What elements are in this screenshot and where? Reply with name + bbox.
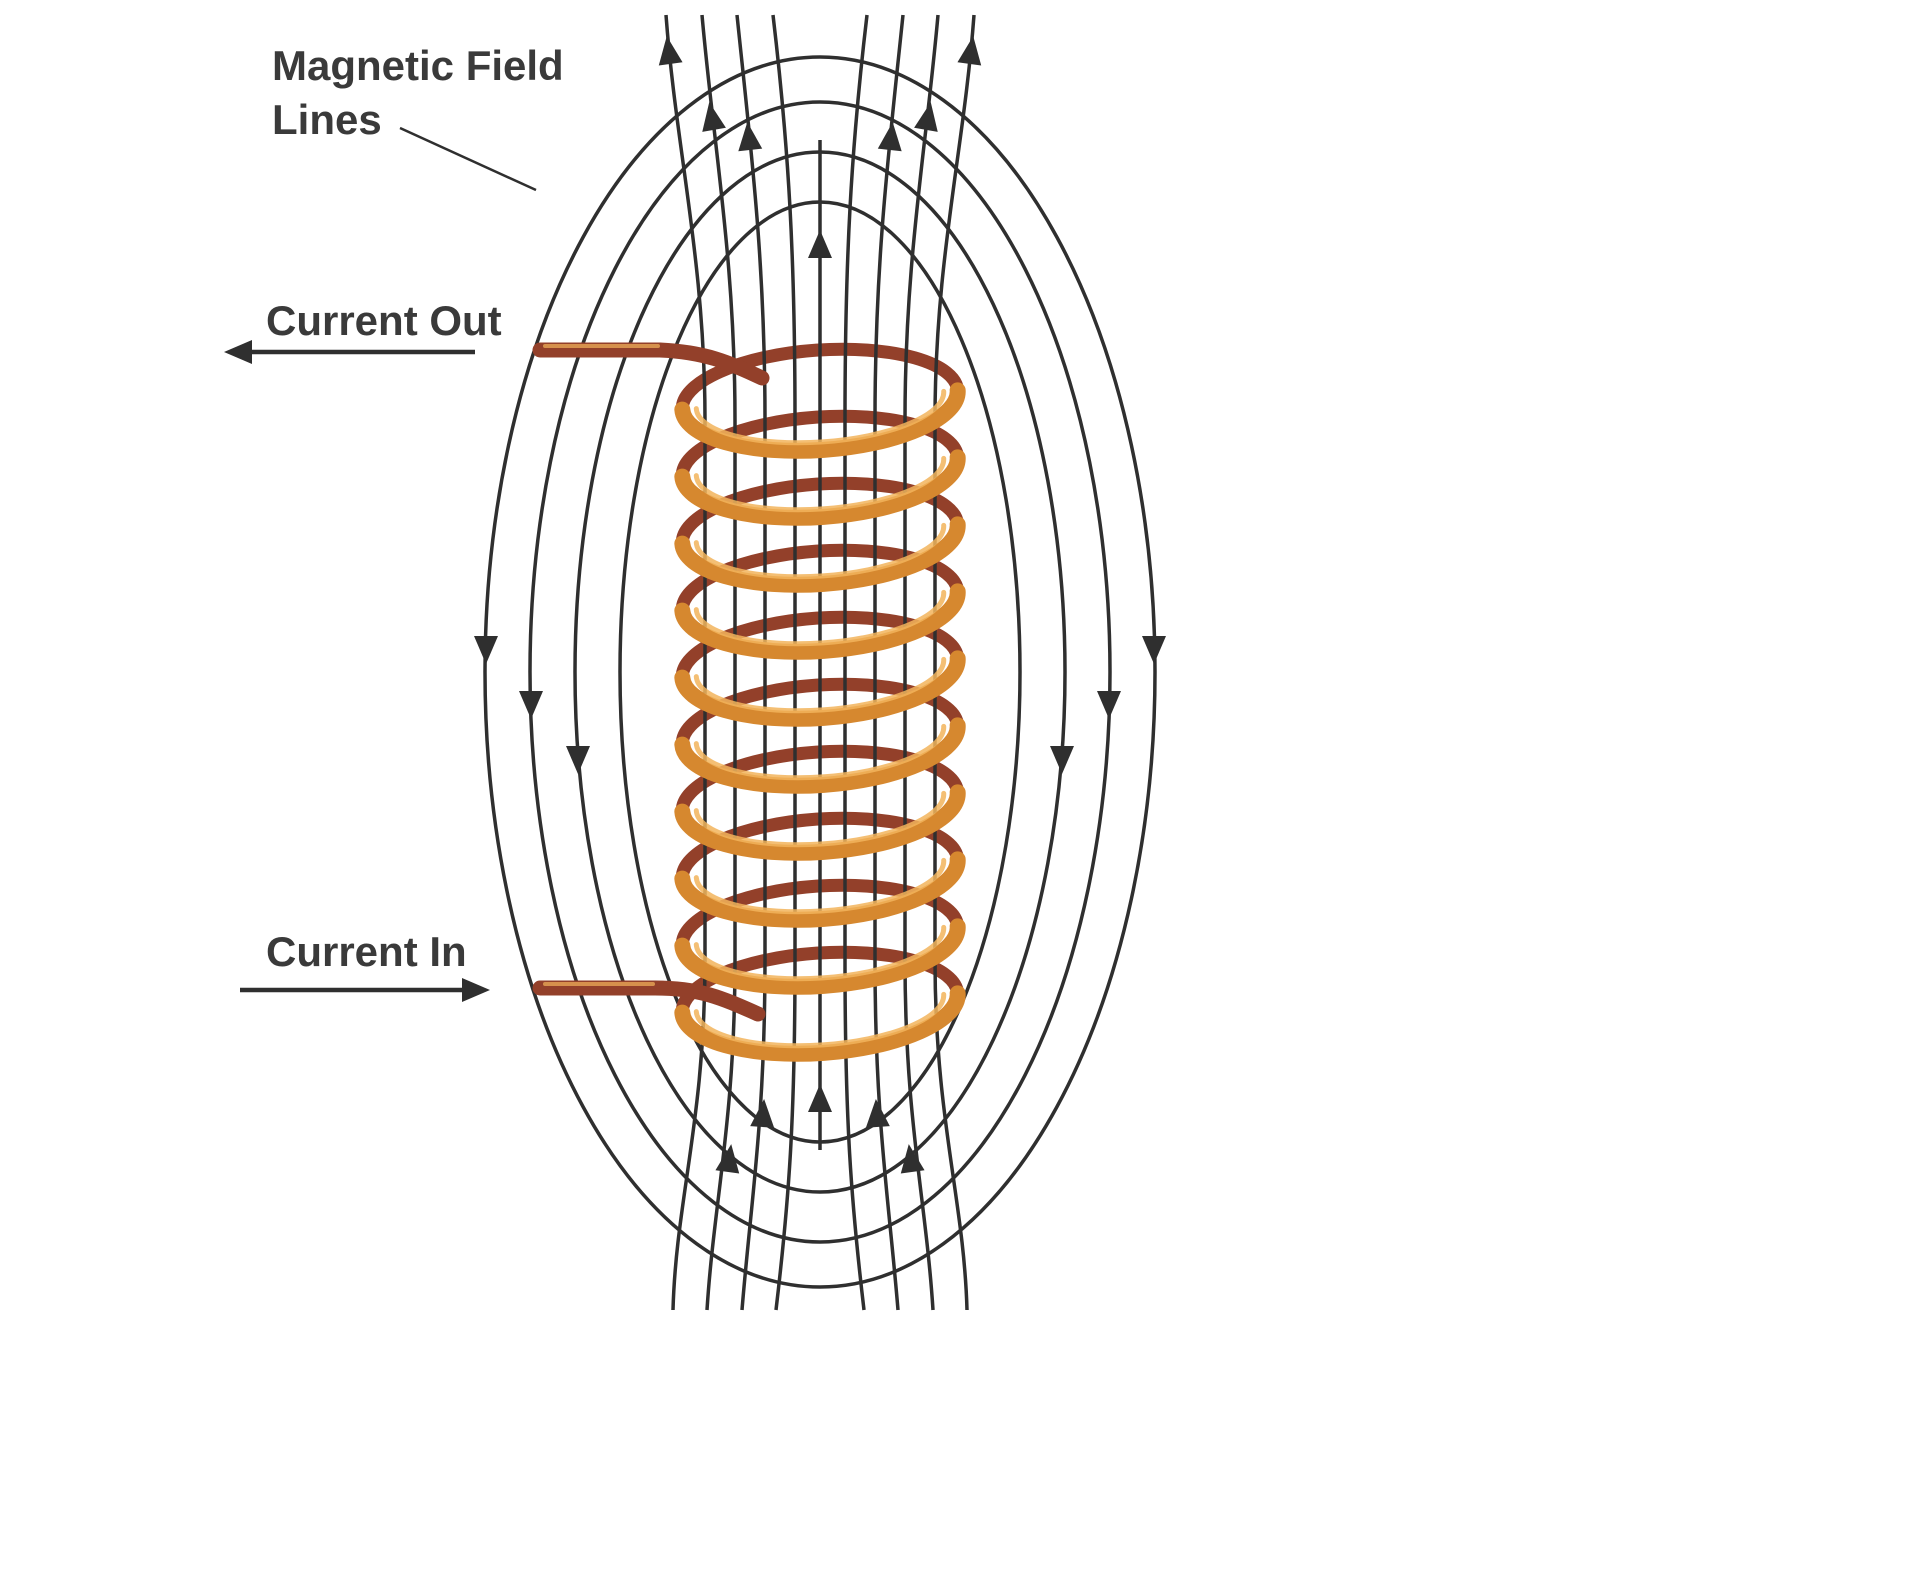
current-out-label: Current Out bbox=[266, 297, 502, 344]
coil-front-layer bbox=[674, 382, 966, 1062]
coil-turn-front bbox=[674, 985, 966, 1062]
field-arrow-down-icon bbox=[519, 691, 543, 719]
field-arrow-up-icon bbox=[863, 1098, 890, 1128]
field-arrow-down-icon bbox=[474, 636, 498, 664]
coil-turn-back bbox=[675, 342, 965, 417]
coil-turn-back bbox=[675, 744, 965, 819]
axis-arrow-up-icon bbox=[808, 1084, 832, 1112]
magnetic-field-label-line1: Magnetic Field bbox=[272, 42, 564, 89]
coil-turn-highlight bbox=[693, 455, 947, 513]
magnetic-field-label-line2: Lines bbox=[272, 96, 382, 143]
coil-turn-highlight bbox=[693, 388, 947, 446]
coil-turn-back bbox=[675, 677, 965, 752]
coil-turn-front bbox=[674, 449, 966, 526]
coil-turn-front bbox=[674, 382, 966, 459]
axis-arrow-up-icon bbox=[808, 230, 832, 258]
labels-group: Magnetic Field Lines Current Out Current… bbox=[224, 42, 564, 1002]
current-in-label: Current In bbox=[266, 928, 467, 975]
field-arrow-down-icon bbox=[1142, 636, 1166, 664]
coil-turn-highlight bbox=[693, 656, 947, 714]
current-in-lead-wire bbox=[532, 980, 766, 1022]
coil-turn-back bbox=[675, 878, 965, 953]
coil-turn-back bbox=[675, 543, 965, 618]
coil-turn-front bbox=[674, 650, 966, 727]
coil-turn-front bbox=[674, 918, 966, 995]
coil-turn-highlight bbox=[693, 522, 947, 580]
coil-turn-highlight bbox=[693, 857, 947, 915]
coil-turn-highlight bbox=[693, 790, 947, 848]
coil-turn-back bbox=[675, 409, 965, 484]
coil-turn-front bbox=[674, 784, 966, 861]
label-pointer-line bbox=[399, 126, 537, 192]
coil-back-layer bbox=[675, 342, 965, 1020]
core-field-line bbox=[903, 14, 940, 1311]
field-loop-outer-1 bbox=[483, 55, 1157, 1289]
coil-turn-highlight bbox=[693, 991, 947, 1049]
coil-turn-back bbox=[675, 811, 965, 886]
core-field-line bbox=[843, 14, 869, 1311]
wire-leads bbox=[532, 342, 770, 1022]
coil-turn-highlight bbox=[693, 723, 947, 781]
core-field-lines bbox=[664, 14, 976, 1311]
current-out-arrow-icon bbox=[224, 340, 252, 364]
current-in-arrow-icon bbox=[462, 978, 490, 1002]
core-field-line bbox=[771, 14, 797, 1311]
field-arrow-down-icon bbox=[566, 746, 590, 774]
field-arrow-down-icon bbox=[1050, 746, 1074, 774]
coil-turn-front bbox=[674, 851, 966, 928]
field-loop-outer-2 bbox=[528, 100, 1112, 1244]
current-out-lead-wire bbox=[532, 342, 770, 386]
field-arrow-up-icon bbox=[750, 1098, 777, 1128]
coil-turn-back bbox=[675, 476, 965, 551]
coil-turn-front bbox=[674, 583, 966, 660]
coil-turn-back bbox=[675, 610, 965, 685]
coil-turn-front bbox=[674, 516, 966, 593]
coil-turn-highlight bbox=[693, 589, 947, 647]
field-arrow-down-icon bbox=[1097, 691, 1121, 719]
coil-turn-highlight bbox=[693, 924, 947, 982]
core-field-line bbox=[700, 14, 737, 1311]
coil-turn-front bbox=[674, 717, 966, 794]
